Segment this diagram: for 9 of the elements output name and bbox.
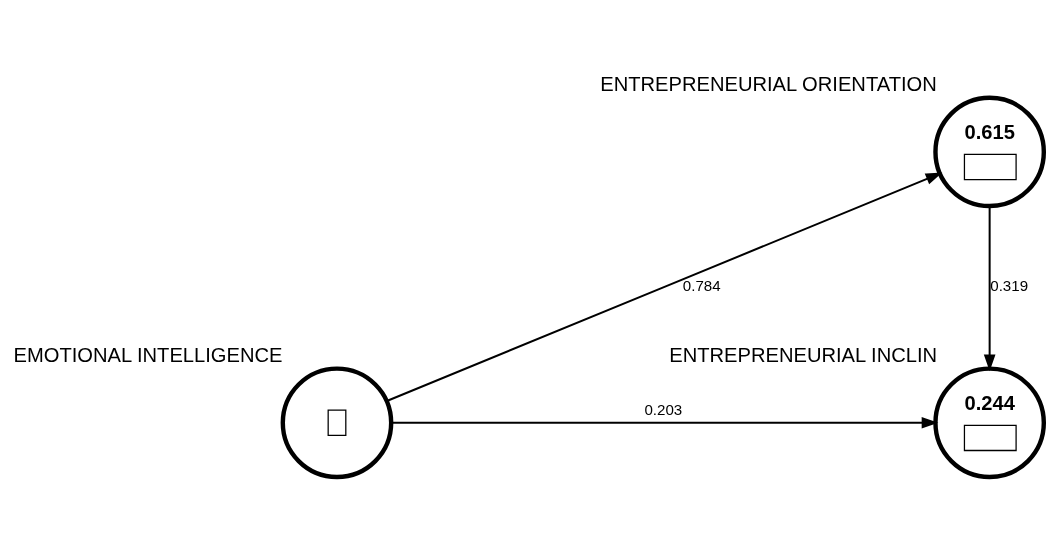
edge-label: 0.319 bbox=[990, 276, 1029, 294]
node-label: ENTREPRENEURIAL INCLIN bbox=[669, 343, 938, 366]
node-label: ENTREPRENEURIAL ORIENTATION bbox=[600, 72, 937, 95]
node-circle: 0.615 bbox=[933, 95, 1046, 208]
edge-label: 0.784 bbox=[682, 276, 721, 294]
node-label: EMOTIONAL INTELLIGENCE bbox=[13, 343, 283, 366]
edge-label: 0.203 bbox=[644, 400, 683, 418]
node-circle: 0.244 bbox=[933, 365, 1046, 479]
node-circle bbox=[280, 365, 394, 479]
